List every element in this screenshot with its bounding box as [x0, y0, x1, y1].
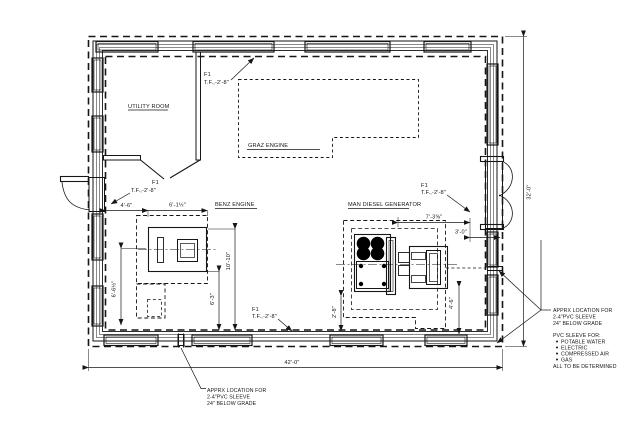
- dim-benz-left-depth: 6'-6½": [111, 281, 118, 298]
- overall-width-dimension: [82, 349, 503, 371]
- bottom-sleeve-note: APPRX LOCATION FOR 2-4"PVC SLEEVE 24" BE…: [207, 388, 267, 407]
- bullet-icon: [556, 346, 558, 349]
- note-item: ELECTRIC: [561, 346, 588, 352]
- window-band-top: [95, 40, 472, 53]
- bullet-icon: [556, 358, 558, 361]
- graz-engine-pad: [238, 79, 419, 158]
- dim-man-left-depth: 2'-8": [332, 306, 338, 318]
- man-side-dimensions: [338, 280, 462, 335]
- note-line: APPRX LOCATION FOR: [207, 388, 267, 394]
- graz-engine-label: GRAZ ENGINE: [248, 143, 288, 149]
- right-sleeve-note: APPRX LOCATION FOR 2-4"PVC SLEEVE 24" BE…: [553, 308, 613, 327]
- benz-engine-skid: [138, 226, 218, 273]
- benz-conduit-path: [136, 283, 166, 319]
- door-swing-arc: [61, 181, 91, 211]
- note-item: POTABLE WATER: [561, 340, 606, 346]
- man-top-dimensions: [391, 217, 501, 242]
- exterior-walls: [92, 40, 498, 342]
- man-generator-pad: [343, 220, 486, 329]
- right-exterior-double-door: [479, 155, 513, 231]
- note-line: 2-4"PVC SLEEVE: [207, 395, 250, 401]
- footing-tag: F1: [421, 183, 428, 189]
- footing-elevation: T.F.,-2'-8": [421, 190, 446, 196]
- note-header: PVC SLEEVE FOR:: [553, 333, 601, 339]
- note-line: 24" BELOW GRADE: [553, 321, 603, 327]
- window-band-left: [91, 57, 104, 327]
- leader-line: [498, 270, 542, 311]
- right-sleeve-marker: [487, 240, 551, 344]
- dim-man-right-depth: 4'-6": [449, 297, 455, 309]
- dim-overall-depth: 32'-0": [527, 184, 533, 199]
- footing-label-top: F1 T.F.,-2'-8": [204, 57, 255, 86]
- footing-label-right: F1 T.F.,-2'-8": [421, 183, 471, 213]
- door-leaf: [169, 159, 201, 179]
- window-band-bottom: [103, 334, 468, 347]
- window-band-right: [486, 63, 499, 316]
- door-swing-arc: [498, 194, 513, 229]
- utility-room-label: UTILITY ROOM: [128, 104, 170, 110]
- footing-label-left: F1 T.F.,-2'-8": [110, 180, 159, 205]
- benz-side-dimensions: [118, 222, 238, 331]
- leader-line: [496, 309, 542, 344]
- footing-tag: F1: [152, 180, 159, 186]
- leader-line: [110, 192, 131, 205]
- note-line: APPRX LOCATION FOR: [553, 308, 613, 314]
- leader-line: [446, 194, 471, 213]
- dim-benz-pad-width: 6'-1½": [169, 202, 186, 209]
- bottom-sleeve-marker: [177, 333, 206, 389]
- footing-tag: F1: [204, 72, 211, 78]
- left-exterior-door: [59, 175, 105, 212]
- pvc-sleeve-purpose-note: PVC SLEEVE FOR: POTABLE WATER ELECTRIC C…: [553, 333, 617, 370]
- dim-overall-width: 42'-0": [284, 360, 299, 366]
- bullet-icon: [556, 340, 558, 343]
- note-line: 24" BELOW GRADE: [207, 401, 257, 407]
- benz-engine-label: BENZ ENGINE: [215, 202, 255, 208]
- overall-depth-dimension: [505, 30, 527, 347]
- footing-elevation: T.F.,-2'-8": [204, 80, 229, 86]
- dim-benz-inner-depth: 6'-3": [210, 293, 216, 305]
- footing-elevation: T.F.,-2'-8": [131, 188, 156, 194]
- leader-line: [230, 57, 255, 81]
- leader-line: [180, 347, 206, 389]
- benz-top-dimensions: [99, 208, 208, 217]
- note-item: GAS: [561, 358, 573, 364]
- footing-tag: F1: [252, 307, 259, 313]
- interior-face-dashed: [104, 55, 487, 331]
- leader-line: [277, 318, 293, 332]
- footing-elevation: T.F.,-2'-8": [252, 314, 277, 320]
- note-line: 2-4"PVC SLEEVE: [553, 315, 596, 321]
- door-swing-arc: [498, 161, 513, 197]
- benz-engine-pad: [136, 215, 208, 319]
- footing-label-bottom: F1 T.F.,-2'-8": [252, 307, 293, 332]
- bullet-icon: [556, 352, 558, 355]
- note-footer: ALL TO BE DETERMINED: [553, 364, 617, 370]
- dim-benz-left-offset: 4'-6": [121, 203, 133, 209]
- dim-man-pad-width: 7'-3⅝": [426, 215, 443, 221]
- dim-man-right-offset: 3'-0": [455, 230, 467, 236]
- man-generator-set: [336, 233, 458, 296]
- door-leaf: [140, 159, 165, 180]
- man-generator-label: MAN DIESEL GENERATOR: [348, 202, 421, 208]
- utility-room-walls: [103, 51, 201, 180]
- note-item: COMPRESSED AIR: [561, 352, 609, 358]
- dim-benz-pad-depth: 10'-10": [226, 252, 232, 270]
